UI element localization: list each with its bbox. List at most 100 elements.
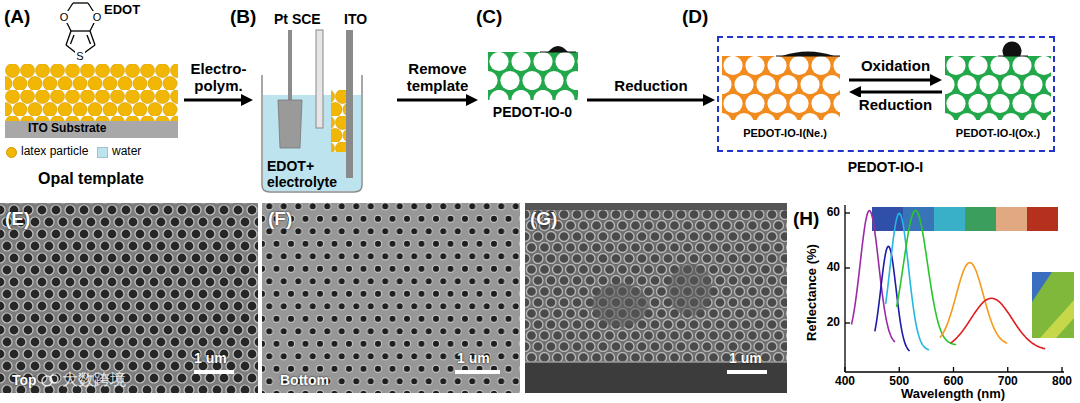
opal-layer (5, 64, 178, 122)
tick-label: 600 (943, 375, 963, 389)
scale-label: 1 um (729, 350, 762, 366)
bond (71, 30, 90, 31)
legend-swatch (97, 147, 108, 158)
pt-electrode-plate (278, 100, 302, 148)
ito-substrate (5, 121, 178, 138)
panel-letter: (D) (682, 6, 708, 28)
tick (1061, 367, 1062, 372)
tick (845, 322, 850, 323)
tick-label: 400 (835, 375, 855, 389)
tick (844, 367, 845, 372)
tick-label: 60 (827, 206, 840, 220)
opal-template-panel: Opal template (0, 0, 182, 195)
color-photo-swatch (1027, 207, 1058, 231)
panel-caption: PEDOT-IO-0 (480, 104, 585, 120)
panel-letter: (A) (4, 6, 30, 28)
opal-on-ito (331, 90, 346, 152)
tick-label: 800 (1052, 375, 1072, 389)
chart-axes (845, 205, 1064, 372)
tick-label: 40 (827, 261, 840, 275)
color-photo-swatch (872, 207, 903, 231)
process-arrow (849, 79, 930, 82)
y-axis (844, 205, 845, 372)
arrow-label: Electro- polym. (186, 61, 252, 94)
water-droplet (548, 46, 568, 52)
neutral-state: PEDOT-IO-I(Ne.) (723, 44, 847, 148)
legend-text: water (112, 145, 141, 159)
dashed-group-box: PEDOT-IO-IPEDOT-IO-I(Ne.)PEDOT-IO-I(Ox.) (717, 36, 1055, 152)
scale-label: 1 um (457, 350, 490, 366)
panel-letter: (F) (268, 208, 292, 230)
color-photo-swatch (996, 207, 1027, 231)
oxidized-state: PEDOT-IO-I(Ox.) (944, 44, 1052, 148)
sem-top-edge (525, 203, 787, 210)
reflectance-curve (951, 298, 1045, 348)
reflectance-curve (940, 263, 1007, 344)
watermark-logo (50, 375, 58, 383)
tick (845, 267, 850, 268)
arrow-label: Remove template (401, 61, 475, 94)
process-arrow (397, 99, 466, 102)
inset-photo (1032, 272, 1074, 338)
reflectance-curves (852, 210, 1046, 351)
inverse-opal-green (945, 56, 1051, 120)
inverse-opal-orange (722, 56, 840, 120)
scale-bar (455, 370, 500, 374)
molecule-name: EDOT (104, 3, 140, 18)
axis-title: Wavelength (nm) (901, 387, 1005, 402)
tick (1007, 367, 1008, 372)
tick-label: 500 (889, 375, 909, 389)
water-droplet-round (1003, 41, 1022, 56)
sem-shadow (592, 283, 648, 327)
ito-electrode (346, 30, 353, 178)
panel-letter: (B) (230, 6, 256, 28)
state-caption: PEDOT-IO-I(Ox.) (944, 127, 1052, 140)
panel-letter: (E) (5, 208, 30, 230)
sce-electrode (316, 30, 323, 128)
process-arrow (861, 91, 942, 94)
state-caption: PEDOT-IO-I(Ne.) (723, 127, 847, 140)
legend-swatch (6, 147, 17, 158)
tick-label: 700 (998, 375, 1018, 389)
tick (845, 212, 850, 213)
arrow-label: Reduction (859, 97, 932, 114)
tick (899, 367, 900, 372)
electrochemical-cell: EDOT+ electrolyte (255, 10, 395, 195)
water-droplet-flat (782, 52, 834, 57)
color-photo-swatch (903, 207, 934, 231)
panel-caption: Opal template (0, 170, 182, 188)
sem-cross-section (525, 203, 787, 393)
bond (71, 35, 75, 44)
inset-photo-streak (1040, 300, 1074, 338)
atom-label: S (75, 50, 84, 63)
panel-letter: (G) (530, 208, 557, 230)
electrode-label: ITO (344, 11, 367, 27)
electrode-label: Pt SCE (274, 11, 321, 27)
view-label: Top (12, 372, 37, 388)
electrolyte-label: EDOT+ electrolyte (267, 158, 347, 190)
panel-letter: (H) (793, 208, 819, 230)
bond (73, 2, 88, 3)
view-label: Bottom (280, 372, 329, 388)
inverse-opal-panel: PEDOT-IO-0 (480, 38, 585, 124)
tick (953, 367, 954, 372)
inset-photo-corner (1032, 272, 1052, 302)
sem-substrate (525, 362, 787, 393)
scale-label: 1 um (194, 350, 227, 366)
tick-label: 20 (827, 316, 840, 330)
arrow-label: Oxidation (861, 58, 930, 75)
sem-top-image (0, 203, 258, 393)
x-axis (845, 371, 1064, 372)
legend-text: latex particle (21, 145, 88, 159)
panel-letter: (C) (476, 6, 502, 28)
process-arrow (587, 99, 703, 102)
inverse-opal-green (488, 52, 578, 100)
bond (87, 35, 91, 44)
substrate-label: ITO Substrate (28, 122, 106, 136)
atom-label: O (59, 11, 70, 24)
sem-shadow (668, 264, 712, 316)
watermark: 大数跨境 (62, 371, 126, 389)
scale-bar (727, 370, 767, 374)
color-photo-swatch (965, 207, 996, 231)
